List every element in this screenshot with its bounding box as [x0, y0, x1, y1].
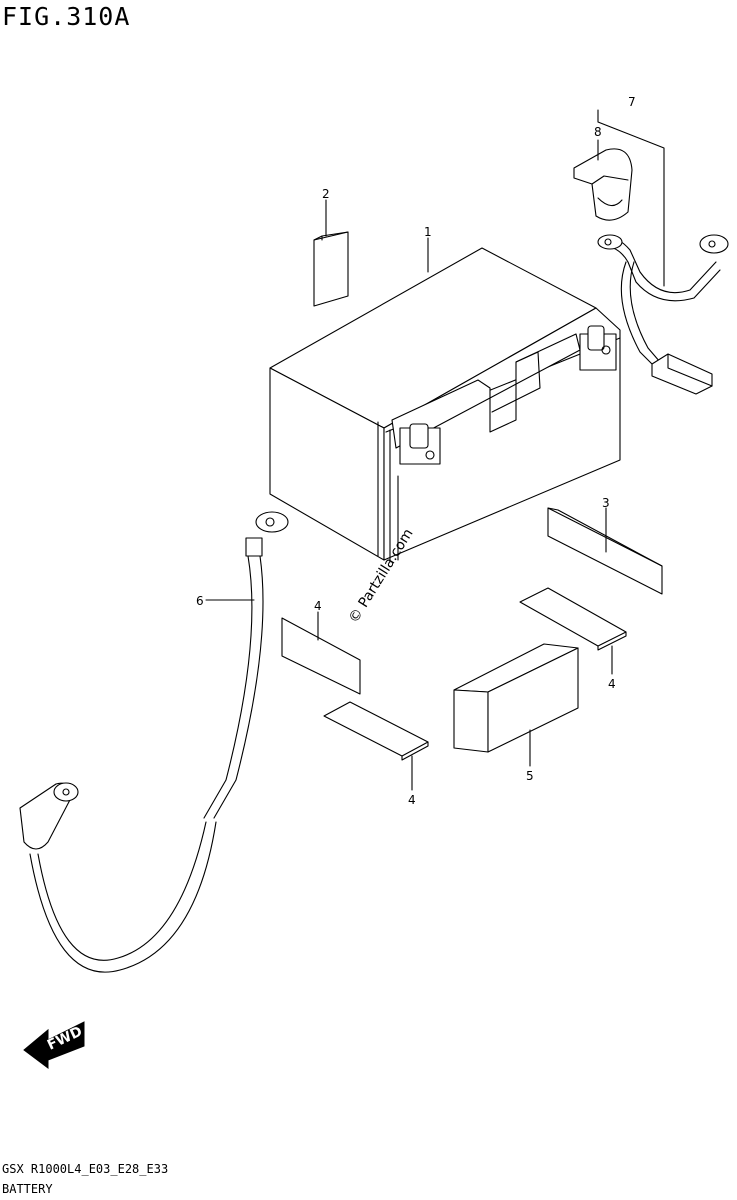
battery-icon[interactable] — [269, 247, 621, 563]
pad-strip-icon[interactable] — [547, 507, 663, 595]
figure-title: FIG.310A — [2, 2, 131, 31]
model-code: GSX R1000L4_E03_E28_E33 — [2, 1162, 169, 1176]
callout-4: 4 — [408, 793, 416, 807]
terminal-cap-icon[interactable] — [573, 148, 633, 221]
callout-8: 8 — [594, 125, 602, 139]
callout-4: 4 — [608, 677, 616, 691]
positive-cable-icon[interactable] — [597, 234, 729, 395]
pad-icon[interactable] — [281, 587, 627, 761]
callout-1: 1 — [424, 225, 432, 239]
label-strip-icon[interactable] — [313, 231, 349, 307]
callout-leaders — [205, 109, 665, 791]
callout-3: 3 — [602, 496, 610, 510]
fwd-arrow-icon: FWD — [23, 1021, 85, 1069]
callout-2: 2 — [322, 187, 330, 201]
section-name: BATTERY — [2, 1182, 53, 1196]
callout-6: 6 — [196, 594, 204, 608]
callout-5: 5 — [526, 769, 534, 783]
callout-4: 4 — [314, 599, 322, 613]
negative-cable-icon[interactable] — [19, 511, 289, 973]
battery-box-icon[interactable] — [453, 643, 579, 753]
callout-7: 7 — [628, 95, 636, 109]
